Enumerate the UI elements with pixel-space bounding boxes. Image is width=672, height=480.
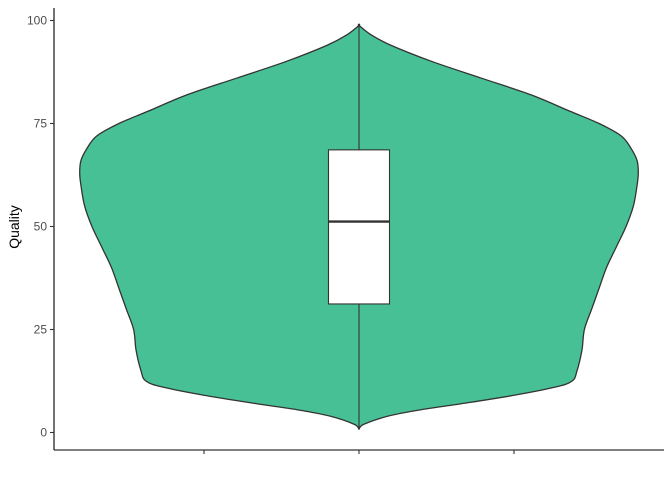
boxplot-box (327, 149, 391, 305)
y-tick-label-0: 0 (40, 426, 47, 440)
y-tick-label-100: 100 (27, 14, 47, 28)
y-tick-label-50: 50 (34, 220, 48, 234)
boxplot-layer (327, 25, 391, 430)
y-axis-title: Quality (6, 205, 22, 249)
y-tick-label-75: 75 (34, 117, 48, 131)
y-tick-label-25: 25 (34, 323, 48, 337)
axes: 0 25 50 75 100 (27, 8, 664, 454)
